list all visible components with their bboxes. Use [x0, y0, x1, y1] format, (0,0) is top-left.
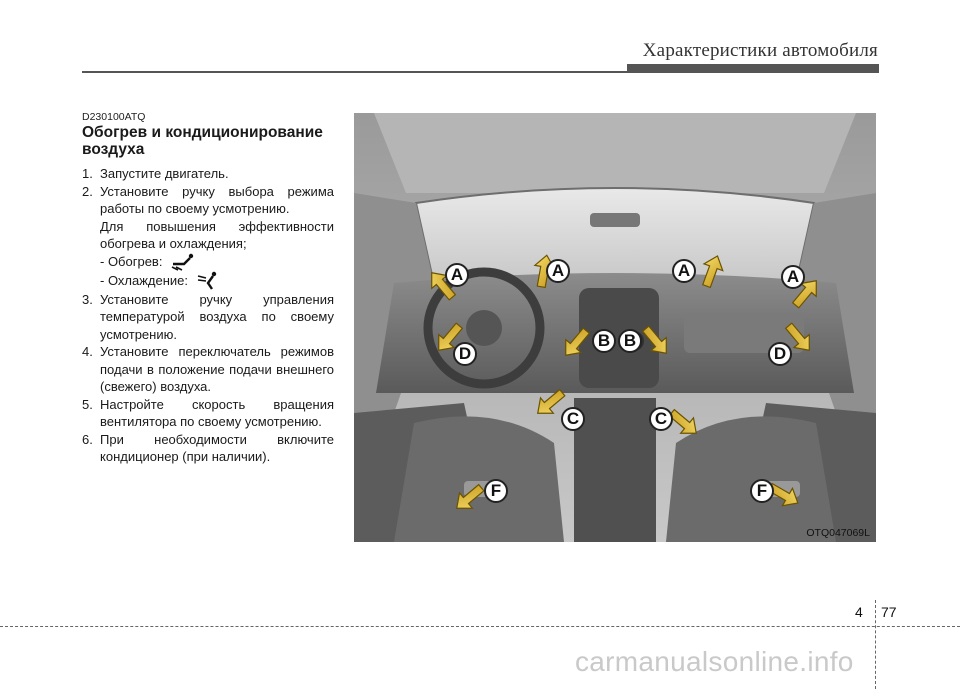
step-number: 2. — [82, 183, 93, 199]
floor-vent-icon — [170, 253, 196, 271]
header-tab-bar — [627, 64, 879, 72]
vent-label-f: F — [750, 479, 774, 503]
vent-label-a: A — [781, 265, 805, 289]
step-number: 4. — [82, 344, 93, 359]
vent-label-c: C — [561, 407, 585, 431]
vent-label-a: A — [672, 259, 696, 283]
cool-mode-row: - Охлаждение: — [100, 271, 334, 291]
step-text: Установите ручку выбора режима работы по… — [100, 183, 334, 217]
vent-label-c: C — [649, 407, 673, 431]
vent-label-d: D — [453, 342, 477, 366]
list-item: 1. Запустите двигатель. — [82, 165, 334, 183]
step-text: Настройте скорость вращения вентилятора … — [100, 396, 334, 430]
list-item: 5. Настройте скорость вращения вентилято… — [82, 396, 334, 431]
vent-label-b: B — [592, 329, 616, 353]
step-text: Установите ручку управления температурой… — [100, 291, 334, 342]
footer-divider — [875, 600, 876, 689]
heat-mode-label: - Обогрев: — [100, 253, 163, 269]
running-header: Характеристики автомобиля — [642, 40, 878, 61]
page-number: 77 — [881, 604, 897, 620]
step-number: 1. — [82, 166, 93, 181]
section-title: Обогрев и кондиционирование воздуха — [82, 124, 323, 158]
step-number: 3. — [82, 291, 93, 307]
vent-label-d: D — [768, 342, 792, 366]
vent-label-a: A — [445, 263, 469, 287]
step-note: Для повышения эффективности обогрева и о… — [100, 218, 334, 252]
step-number: 6. — [82, 431, 93, 447]
list-item: 4. Установите переключатель режимов пода… — [82, 343, 334, 396]
footer-rule — [0, 626, 960, 627]
vent-airflow-illustration: A A A A B B D D C C F F OTQ047069L — [354, 113, 876, 542]
section-code: D230100ATQ — [82, 111, 146, 123]
site-watermark: carmanualsonline.info — [575, 646, 854, 677]
step-number: 5. — [82, 396, 93, 412]
figure-code: OTQ047069L — [806, 527, 870, 539]
vent-label-a: A — [546, 259, 570, 283]
instruction-list: 1. Запустите двигатель. 2. Установите ру… — [82, 165, 334, 466]
face-vent-icon — [196, 271, 220, 291]
header-rule — [82, 71, 879, 73]
step-text: Запустите двигатель. — [100, 166, 229, 181]
chapter-number: 4 — [855, 604, 863, 620]
car-interior-drawing — [354, 113, 876, 542]
vent-label-f: F — [484, 479, 508, 503]
list-item: 6. При необходимости включите кондиционе… — [82, 431, 334, 466]
cool-mode-label: - Охлаждение: — [100, 272, 189, 288]
step-text: При необходимости включите кондиционер (… — [100, 431, 334, 465]
list-item: 3. Установите ручку управления температу… — [82, 291, 334, 344]
vent-label-b: B — [618, 329, 642, 353]
list-item: 2. Установите ручку выбора режима работы… — [82, 183, 334, 291]
step-text: Установите переключатель режимов подачи … — [100, 344, 334, 394]
heat-mode-row: - Обогрев: — [100, 253, 334, 271]
